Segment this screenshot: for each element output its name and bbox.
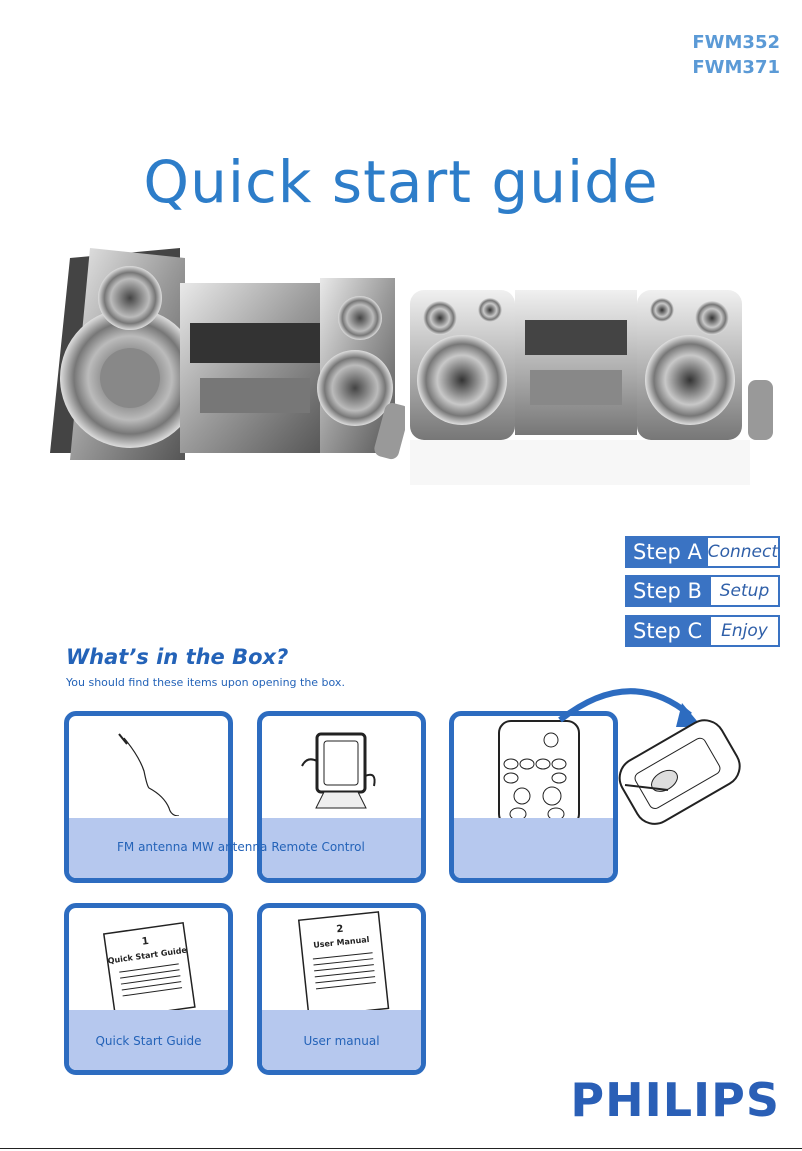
caption-remote-control: Remote Control (271, 840, 365, 854)
product-image-front (410, 290, 773, 485)
model-numbers: FWM352 FWM371 (692, 30, 780, 80)
caption-fm-antenna: FM antenna (117, 840, 188, 854)
box-heading: What’s in the Box? (66, 645, 289, 669)
quick-start-guide-band (69, 1010, 228, 1070)
card-remote-control (449, 711, 618, 883)
step-a: Step A Connect (625, 536, 780, 568)
product-image-angled (50, 248, 405, 460)
quick-start-guide-illustration: 1 Quick Start Guide (102, 921, 196, 1018)
card-mw-antenna (257, 711, 426, 883)
step-b: Step B Setup (625, 575, 780, 607)
model-number-2: FWM371 (692, 57, 780, 78)
step-a-value: Connect (707, 538, 778, 566)
step-b-value: Setup (711, 577, 778, 605)
mw-antenna-band (262, 818, 421, 878)
caption-user-manual: User manual (303, 1034, 380, 1048)
remote-control-illustration (498, 720, 580, 826)
page-title: Quick start guide (143, 148, 659, 216)
mw-antenna-illustration (301, 732, 376, 809)
step-c-label: Step C (627, 617, 711, 645)
qsg-doc-number: 1 (141, 936, 149, 948)
fm-antenna-illustration (118, 733, 180, 816)
battery-insertion-illustration (558, 688, 741, 825)
caption-mw-antenna: MW antenna (191, 840, 268, 854)
remote-control-band (454, 818, 613, 878)
caption-quick-start-guide: Quick Start Guide (95, 1034, 202, 1048)
user-manual-illustration: 2 User Manual (297, 911, 390, 1018)
step-c: Step C Enjoy (625, 615, 780, 647)
box-subtitle: You should find these items upon opening… (66, 676, 345, 689)
card-user-manual: 2 User Manual User manual (257, 903, 426, 1075)
um-doc-number: 2 (336, 924, 344, 936)
model-number-1: FWM352 (692, 32, 780, 53)
card-fm-antenna (64, 711, 233, 883)
bottom-divider (0, 1148, 802, 1149)
step-a-label: Step A (627, 538, 708, 566)
step-b-label: Step B (627, 577, 711, 605)
user-manual-band (262, 1010, 421, 1070)
fm-antenna-band (69, 818, 228, 878)
card-quick-start-guide: 1 Quick Start Guide Quick Start Guide (64, 903, 233, 1075)
step-c-value: Enjoy (711, 617, 778, 645)
philips-logo: PHILIPS (570, 1073, 780, 1127)
